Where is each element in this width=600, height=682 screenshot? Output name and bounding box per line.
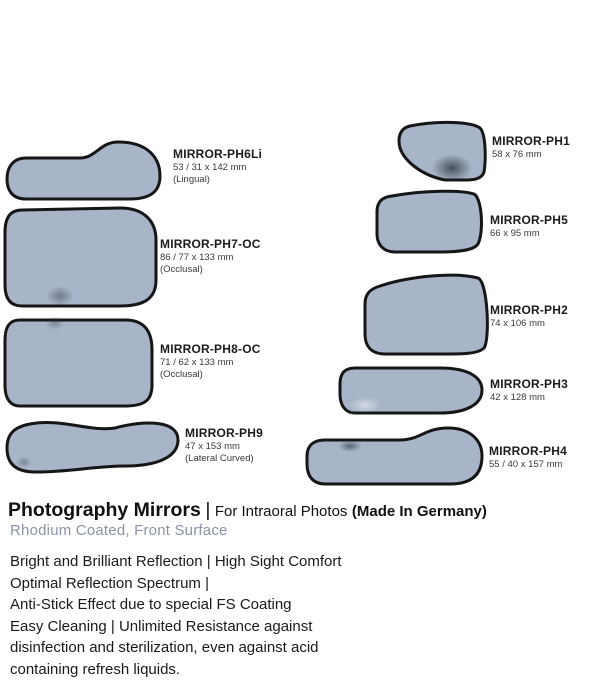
mirror-dimensions: 74 x 106 mm: [490, 318, 545, 329]
mirror-name: MIRROR-PH4: [489, 444, 568, 458]
mirror-dimensions: 86 / 77 x 133 mm: [160, 252, 234, 263]
mirror-label-ph7oc: MIRROR-PH7-OC 86 / 77 x 133 mm (Occlusal…: [160, 237, 261, 276]
product-subtitle: Rhodium Coated, Front Surface: [10, 522, 228, 539]
mirror-name: MIRROR-PH6Li: [173, 147, 263, 161]
mirror-label-ph3: MIRROR-PH3 42 x 128 mm: [490, 377, 568, 404]
feature-list: Bright and Brilliant Reflection | High S…: [10, 551, 342, 680]
feature-line: Easy Cleaning | Unlimited Resistance aga…: [10, 617, 313, 635]
mirror-dimensions: 47 x 153 mm: [185, 441, 240, 452]
mirror-ph7oc-shape: [3, 206, 158, 308]
mirror-ph9-shape: [5, 420, 180, 474]
mirror-label-ph6li: MIRROR-PH6Li 53 / 31 x 142 mm (Lingual): [173, 147, 262, 186]
mirror-ph6li-shape: [5, 140, 162, 201]
mirror-ph4-shape: [305, 426, 484, 486]
mirror-illustrations: [3, 120, 489, 486]
mirror-dimensions: 66 x 95 mm: [490, 228, 540, 239]
mirror-dimensions: 55 / 40 x 157 mm: [489, 459, 563, 470]
mirror-label-ph2: MIRROR-PH2 74 x 106 mm: [490, 303, 568, 330]
product-origin: (Made In Germany): [351, 503, 487, 520]
feature-line: disinfection and sterilization, even aga…: [10, 639, 319, 656]
mirror-note: (Lateral Curved): [185, 452, 254, 464]
mirror-note: (Occlusal): [160, 368, 203, 380]
mirror-note: (Occlusal): [160, 263, 203, 275]
mirror-dimensions: 42 x 128 mm: [490, 392, 545, 403]
mirror-name: MIRROR-PH7-OC: [160, 237, 261, 251]
feature-line: Bright and Brilliant Reflection | High S…: [10, 553, 342, 570]
mirror-name: MIRROR-PH2: [490, 303, 569, 317]
product-title: Photography Mirrors: [8, 499, 201, 521]
mirror-ph8oc-shape: [3, 318, 154, 408]
mirror-label-ph9: MIRROR-PH9 47 x 153 mm (Lateral Curved): [185, 426, 263, 465]
mirror-label-ph8oc: MIRROR-PH8-OC 71 / 62 x 133 mm (Occlusal…: [160, 342, 261, 381]
mirror-label-ph4: MIRROR-PH4 55 / 40 x 157 mm: [489, 444, 567, 471]
mirror-name: MIRROR-PH3: [490, 377, 569, 391]
mirror-dimensions: 71 / 62 x 133 mm: [160, 357, 234, 368]
mirror-note: (Lingual): [173, 173, 210, 185]
mirror-ph5-shape: [375, 189, 483, 254]
mirror-label-ph1: MIRROR-PH1 58 x 76 mm: [492, 134, 570, 161]
feature-line: Anti-Stick Effect due to special FS Coat…: [10, 596, 292, 613]
product-heading: Photography Mirrors | For Intraoral Phot…: [8, 499, 487, 522]
title-separator: |: [205, 499, 211, 521]
mirror-name: MIRROR-PH5: [490, 213, 569, 227]
product-purpose: For Intraoral Photos: [214, 503, 348, 520]
mirror-ph2-shape: [363, 273, 489, 356]
mirror-name: MIRROR-PH1: [492, 134, 571, 148]
mirror-dimensions: 53 / 31 x 142 mm: [173, 162, 247, 173]
mirror-name: MIRROR-PH8-OC: [160, 342, 261, 356]
mirror-name: MIRROR-PH9: [185, 426, 264, 440]
mirror-label-ph5: MIRROR-PH5 66 x 95 mm: [490, 213, 568, 240]
feature-line: containing refresh liquids.: [10, 660, 181, 678]
mirror-dimensions: 58 x 76 mm: [492, 149, 542, 160]
feature-line: Optimal Reflection Spectrum |: [10, 574, 209, 592]
